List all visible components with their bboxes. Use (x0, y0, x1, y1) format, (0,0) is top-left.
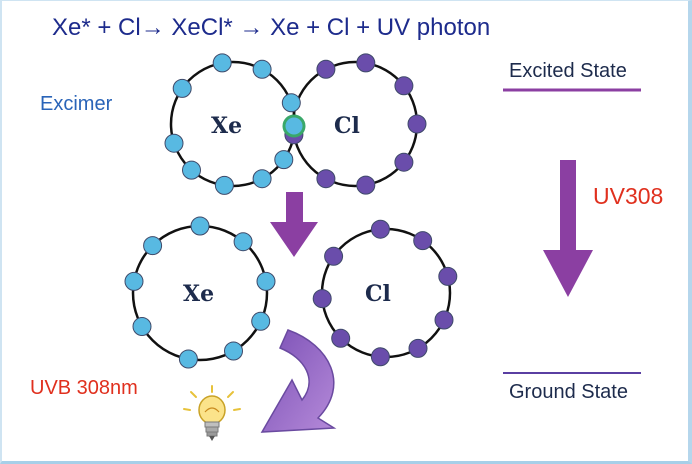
shared-electron (282, 114, 306, 138)
ground-state-label: Ground State (509, 381, 628, 403)
transition-label: UV308 (593, 183, 664, 209)
cl-bottom-electron (438, 266, 458, 286)
xe-top-electron (172, 78, 192, 98)
xe-bottom-electron (132, 317, 152, 336)
cl-top-electron (316, 59, 336, 79)
xe-top-electron (214, 175, 234, 195)
xe-bottom-electron (256, 271, 276, 291)
transition-arrow (543, 160, 593, 297)
xe-bottom-electron (233, 232, 253, 252)
cl-top-electron (394, 152, 414, 172)
cl-bottom-electron (331, 328, 351, 348)
lightbulb-icon (183, 385, 241, 441)
xe-top-electron (182, 160, 201, 180)
cl-bottom-electron (324, 246, 344, 266)
cl-top-label: Cl (334, 113, 360, 139)
reaction-equation: Xe* + Cl→ XeCl* → Xe + Cl + UV photon (52, 14, 491, 41)
xe-top-label: Xe (211, 113, 242, 139)
cl-bottom-electron (434, 310, 454, 330)
dissociation-arrow (270, 192, 318, 257)
cl-bottom-electron (413, 231, 433, 251)
xe-bottom-electron (124, 271, 144, 291)
cl-top-electron (356, 175, 376, 195)
emission-label: UVB 308nm (30, 377, 138, 399)
cl-top-electron (407, 114, 427, 134)
xe-bottom-electron (251, 311, 271, 331)
cl-top-electron (316, 169, 336, 189)
xe-bottom-electron (190, 216, 210, 236)
xe-top-electron (252, 59, 272, 79)
cl-bottom-electron (370, 347, 390, 367)
excimer-label: Excimer (40, 93, 113, 115)
cl-bottom-electron (408, 338, 428, 358)
xe-top-electron (212, 53, 232, 73)
cl-bottom-label: Cl (365, 281, 391, 307)
xe-top-electron (274, 150, 294, 170)
xe-bottom-electron (178, 349, 198, 369)
xe-bottom-electron (224, 341, 243, 361)
excited-state-label: Excited State (509, 60, 627, 82)
xe-top-electron (164, 133, 184, 153)
cl-top-electron (356, 53, 376, 73)
emission-curved-arrow (260, 329, 337, 433)
cl-bottom-electron (370, 219, 390, 239)
xe-bottom-label: Xe (183, 281, 214, 307)
xe-top-electron (281, 93, 301, 113)
cl-top-electron (394, 76, 414, 96)
xe-bottom-electron (143, 236, 163, 256)
cl-bottom-electron (312, 289, 332, 309)
xe-top-electron (252, 169, 272, 189)
